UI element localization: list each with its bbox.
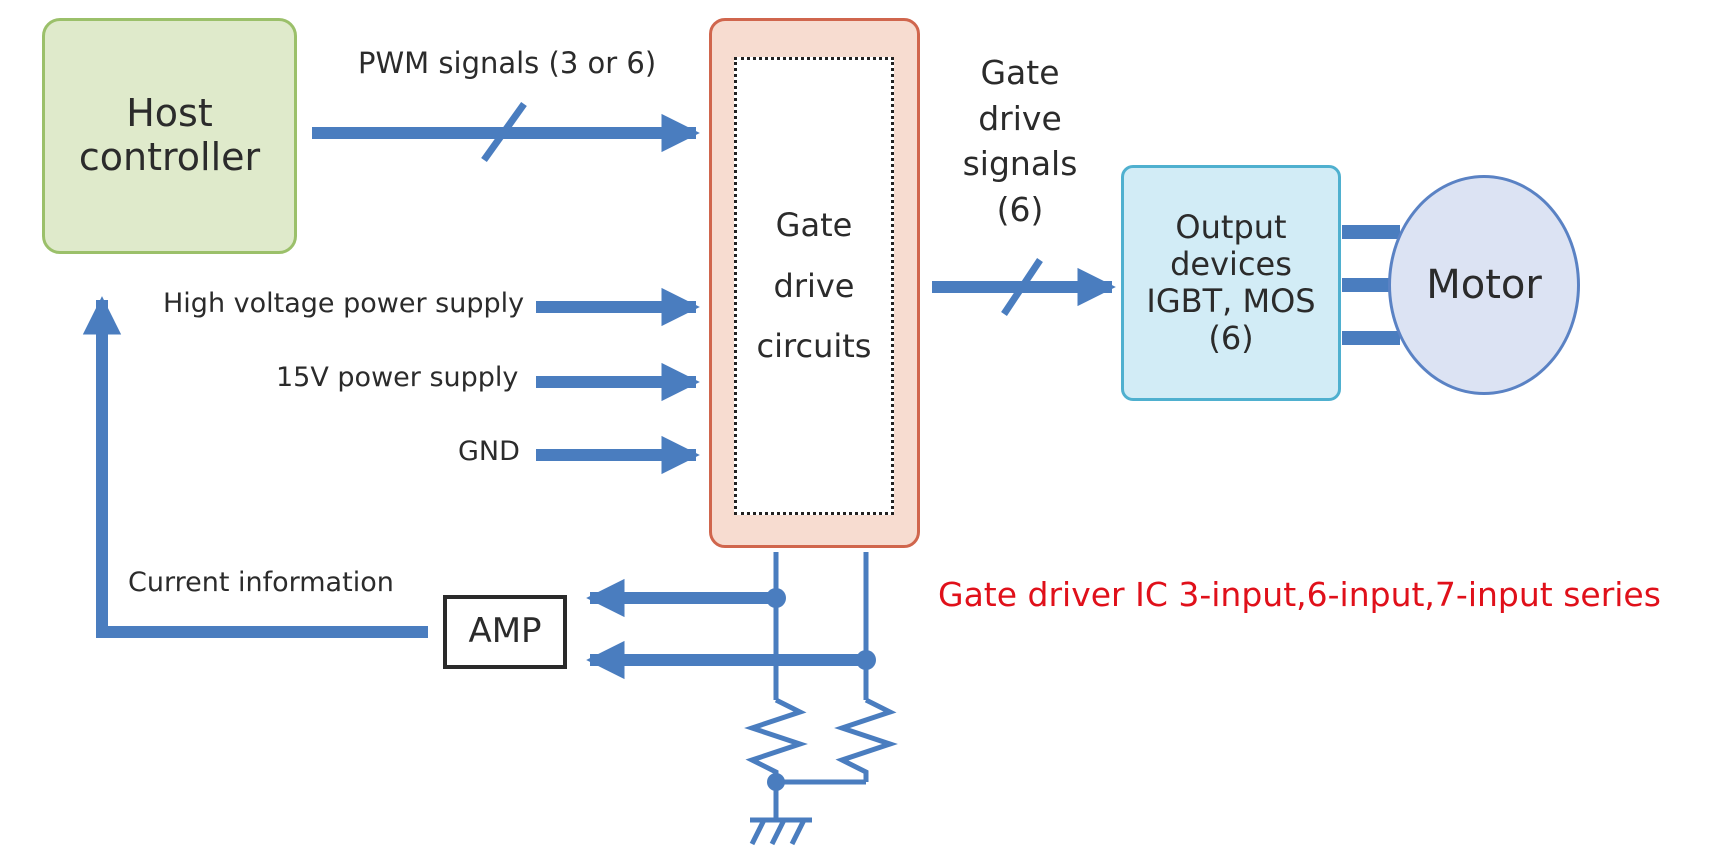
current-information-label: Current information [128,567,394,598]
gate-drive-signals-line-1: Gate [980,53,1060,92]
gate-drive-label-1: Gate [775,205,853,244]
shunt-resistor-2-icon [834,697,898,782]
pwm-bus-slash [481,101,527,163]
gate-drive-circuits-block: Gate drive circuits [709,18,920,548]
gate-drive-label-2: drive [773,266,855,305]
gate-drive-label-3: circuits [756,327,872,366]
gate-drive-signals-line-2: drive [978,98,1062,138]
gate-drive-circuits-inner: Gate drive circuits [734,57,894,515]
motor-label: Motor [1426,262,1542,308]
high-voltage-label: High voltage power supply [163,288,525,319]
output-devices-block: Output devices IGBT, MOS (6) [1121,165,1341,401]
amp-label: AMP [468,611,542,652]
current-information-arrow [82,296,428,638]
pwm-signals-label: PWM signals (3 or 6) [358,46,657,80]
15v-power-supply-label: 15V power supply [276,362,519,393]
gate-drive-signals-line-3: signals [962,144,1078,184]
gate-drive-bus-slash [1001,258,1043,316]
junction-dot [766,588,786,608]
junction-dot [767,773,785,791]
output-devices-label-4: (6) [1208,318,1254,357]
host-controller-label-1: Host [126,91,213,136]
host-controller-block: Host controller [42,18,297,254]
output-devices-label-2: devices [1170,245,1292,284]
gnd-label: GND [458,436,520,467]
output-devices-label-3: IGBT, MOS [1146,282,1316,320]
host-controller-label-2: controller [78,135,261,179]
output-devices-label-1: Output [1175,208,1287,247]
junction-dot [856,650,876,670]
series-caption: Gate driver IC 3-input,6-input,7-input s… [938,575,1661,614]
gate-drive-signals-line-4: (6) [996,189,1044,229]
gate-drive-signals-label: Gate drive signals (6) [946,50,1094,232]
motor-block: Motor [1388,175,1580,395]
amp-block: AMP [443,595,567,669]
shunt-resistor-1-icon [744,697,808,782]
